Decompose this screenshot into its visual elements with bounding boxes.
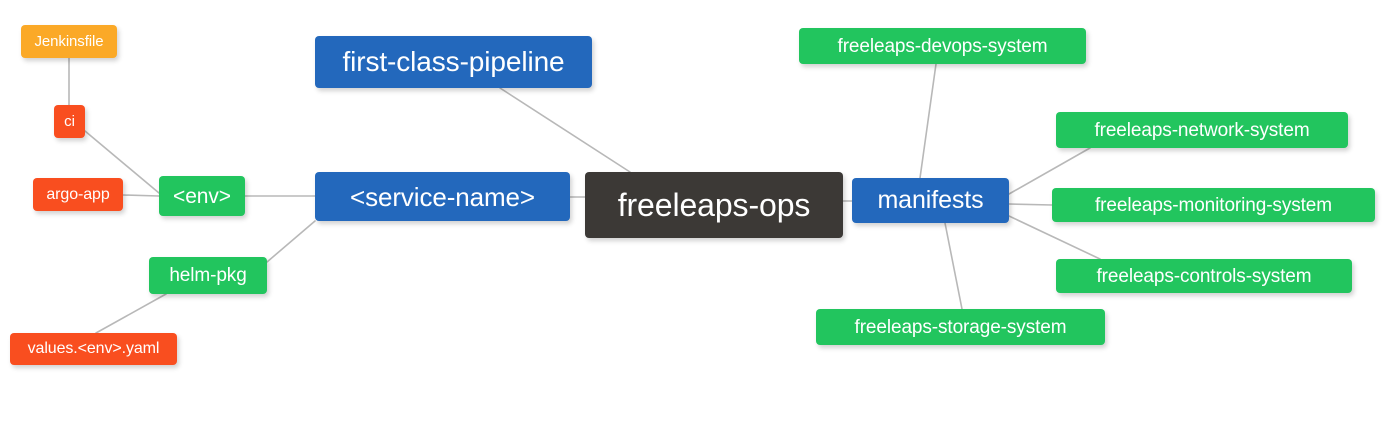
node-label-ci: ci xyxy=(64,113,75,130)
node-manifests[interactable]: manifests xyxy=(852,178,1009,223)
edge-manifests-to-freeleaps-storage-system xyxy=(944,222,963,310)
node-label-values-yaml: values.<env>.yaml xyxy=(27,340,160,357)
edge-service-name-to-helm-pkg xyxy=(266,220,316,263)
edge-first-class-pipeline-to-freeleaps-ops xyxy=(499,87,631,173)
node-label-freeleaps-monitoring-system: freeleaps-monitoring-system xyxy=(1095,194,1332,216)
node-jenkinsfile[interactable]: Jenkinsfile xyxy=(21,25,117,58)
node-label-first-class-pipeline: first-class-pipeline xyxy=(342,46,565,77)
node-label-helm-pkg: helm-pkg xyxy=(169,265,247,286)
node-label-jenkinsfile: Jenkinsfile xyxy=(34,33,104,50)
node-freeleaps-network-system[interactable]: freeleaps-network-system xyxy=(1056,112,1348,148)
node-label-env: <env> xyxy=(173,184,231,208)
node-label-freeleaps-network-system: freeleaps-network-system xyxy=(1094,119,1310,141)
node-helm-pkg[interactable]: helm-pkg xyxy=(149,257,267,294)
node-freeleaps-monitoring-system[interactable]: freeleaps-monitoring-system xyxy=(1052,188,1375,222)
node-label-freeleaps-controls-system: freeleaps-controls-system xyxy=(1096,265,1312,287)
node-label-freeleaps-storage-system: freeleaps-storage-system xyxy=(854,316,1067,338)
edge-manifests-to-freeleaps-controls-system xyxy=(1008,215,1101,260)
node-env[interactable]: <env> xyxy=(159,176,245,216)
edge-helm-pkg-to-values-yaml xyxy=(95,293,167,334)
node-service-name[interactable]: <service-name> xyxy=(315,172,570,221)
edge-manifests-to-freeleaps-devops-system xyxy=(919,63,937,179)
node-first-class-pipeline[interactable]: first-class-pipeline xyxy=(315,36,592,88)
node-label-service-name: <service-name> xyxy=(349,181,536,212)
node-freeleaps-controls-system[interactable]: freeleaps-controls-system xyxy=(1056,259,1352,293)
edge-manifests-to-freeleaps-monitoring-system xyxy=(1008,203,1053,206)
node-freeleaps-devops-system[interactable]: freeleaps-devops-system xyxy=(799,28,1086,64)
edge-argo-app-to-env xyxy=(122,194,160,197)
node-label-argo-app: argo-app xyxy=(46,185,110,203)
node-ci[interactable]: ci xyxy=(54,105,85,138)
node-freeleaps-storage-system[interactable]: freeleaps-storage-system xyxy=(816,309,1105,345)
node-freeleaps-ops[interactable]: freeleaps-ops xyxy=(585,172,843,238)
node-label-manifests: manifests xyxy=(877,186,984,214)
node-values-yaml[interactable]: values.<env>.yaml xyxy=(10,333,177,365)
node-label-freeleaps-ops: freeleaps-ops xyxy=(617,187,811,223)
node-argo-app[interactable]: argo-app xyxy=(33,178,123,211)
node-label-freeleaps-devops-system: freeleaps-devops-system xyxy=(837,35,1048,57)
